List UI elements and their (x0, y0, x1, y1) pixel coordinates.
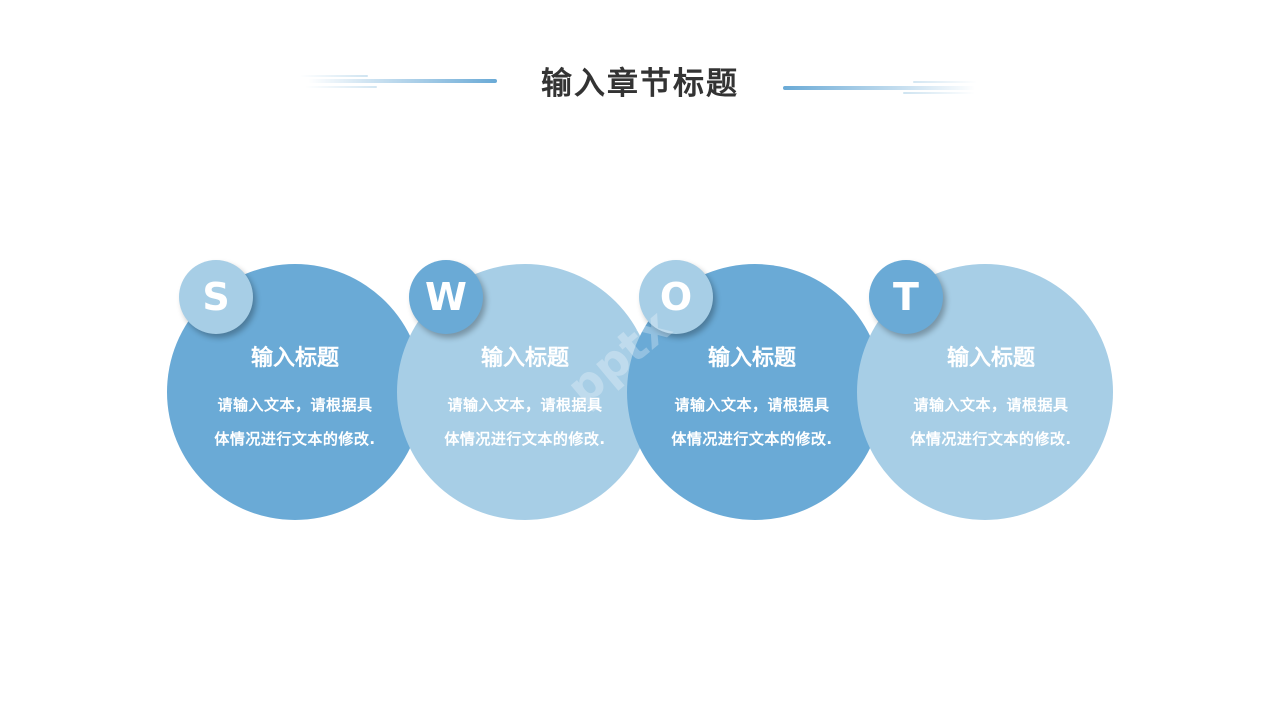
letter-w: W (425, 275, 467, 319)
title-decor-line-right-lower (903, 92, 975, 94)
card-body-line-1: 请输入文本，请根据具 (217, 396, 373, 414)
swot-card-s-text: 输入标题 请输入文本，请根据具 体情况进行文本的修改. (180, 344, 410, 456)
letter-badge-t: T (869, 260, 943, 334)
title-decor-line-right-upper (913, 81, 977, 83)
letter-badge-s: S (179, 260, 253, 334)
letter-badge-o: O (639, 260, 713, 334)
title-decor-line-right (783, 86, 975, 90)
swot-card-o-text: 输入标题 请输入文本，请根据具 体情况进行文本的修改. (637, 344, 867, 456)
card-body-line-2: 体情况进行文本的修改. (444, 430, 606, 448)
swot-card-t-text: 输入标题 请输入文本，请根据具 体情况进行文本的修改. (876, 344, 1106, 456)
card-title: 输入标题 (250, 346, 339, 371)
title-decor-line-left (308, 79, 497, 83)
card-body-line-2: 体情况进行文本的修改. (671, 430, 833, 448)
letter-s: S (202, 275, 230, 319)
card-title: 输入标题 (946, 346, 1035, 371)
card-body-line-1: 请输入文本，请根据具 (913, 396, 1069, 414)
card-title: 输入标题 (707, 346, 796, 371)
card-title: 输入标题 (480, 346, 569, 371)
card-body-line-1: 请输入文本，请根据具 (674, 396, 830, 414)
letter-badge-w: W (409, 260, 483, 334)
letter-t: T (893, 275, 919, 319)
card-body-line-1: 请输入文本，请根据具 (447, 396, 603, 414)
card-body-line-2: 体情况进行文本的修改. (214, 430, 376, 448)
title-decor-line-left-lower (305, 86, 377, 88)
page-title: 输入章节标题 (541, 66, 739, 102)
swot-card-w-text: 输入标题 请输入文本，请根据具 体情况进行文本的修改. (410, 344, 640, 456)
card-body-line-2: 体情况进行文本的修改. (910, 430, 1072, 448)
letter-o: O (659, 275, 693, 319)
title-decor-line-left-upper (300, 75, 368, 77)
